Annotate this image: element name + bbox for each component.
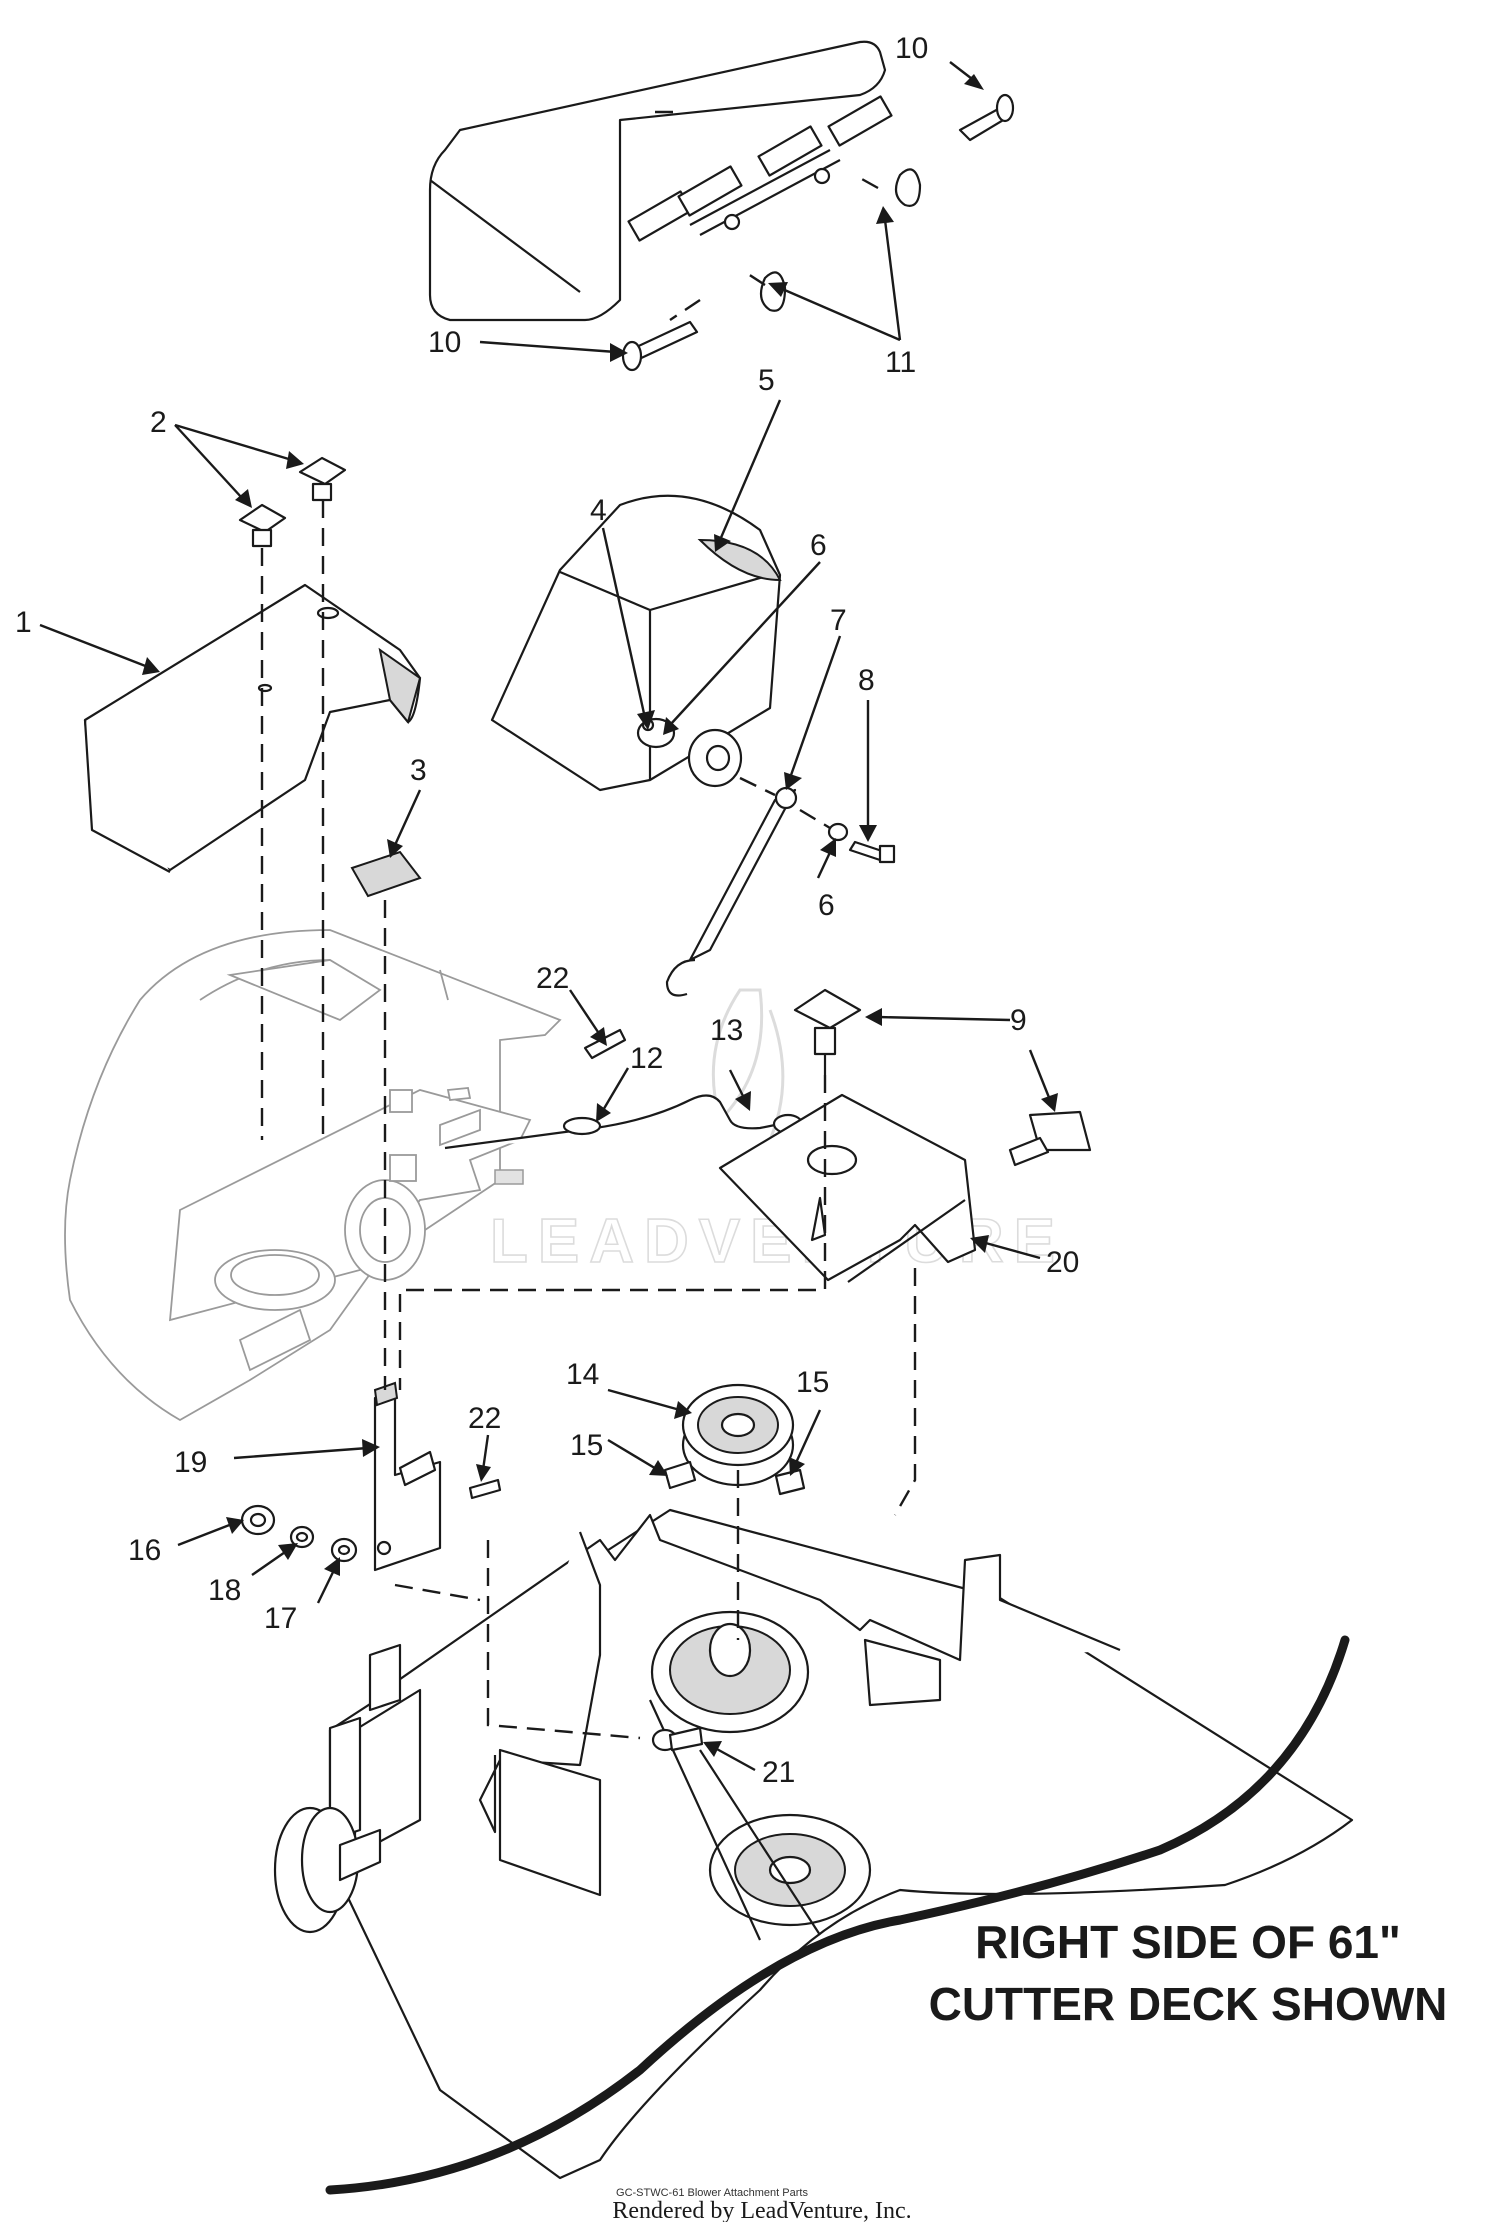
callout-16: 16 (128, 1534, 161, 1567)
set-screw-left (663, 1460, 697, 1490)
callout-3: 3 (410, 754, 427, 787)
callout-labels: 10 10 11 2 1 3 4 5 6 6 7 8 9 22 12 13 20… (15, 32, 1079, 1789)
callout-11: 11 (885, 346, 916, 379)
knob-right (298, 456, 347, 502)
callout-10-bottom: 10 (428, 326, 461, 359)
callout-2: 2 (150, 406, 167, 439)
callout-15-right: 15 (796, 1366, 829, 1399)
callout-15-left: 15 (570, 1429, 603, 1462)
callout-10-top: 10 (895, 32, 928, 65)
callout-1: 1 (15, 606, 32, 639)
callout-21: 20 (1046, 1246, 1079, 1279)
callout-22-top: 22 (536, 962, 569, 995)
knob-top (793, 988, 862, 1075)
callout-14: 14 (566, 1358, 599, 1391)
callout-6-top: 6 (810, 529, 827, 562)
deck-note: RIGHT SIDE OF 61" CUTTER DECK SHOWN (929, 1916, 1448, 2030)
mounting-bracket (373, 1381, 442, 1572)
hairpin-clip-right (894, 168, 922, 207)
lock-washer (289, 1525, 315, 1549)
callout-18: 18 (208, 1574, 241, 1607)
clevis-pin-bottom (621, 320, 699, 372)
callout-6-bottom: 6 (818, 889, 835, 922)
callout-22-bottom: 22 (468, 1402, 501, 1435)
deck-housing-background (64, 929, 562, 1422)
cutter-deck (273, 1508, 1354, 2195)
callout-7: 7 (830, 604, 847, 637)
hairpin-clip-22-bottom (468, 1478, 502, 1500)
callout-4: 4 (590, 494, 607, 527)
rendered-by: Rendered by LeadVenture, Inc. (612, 2198, 911, 2222)
callout-8: 8 (858, 664, 875, 697)
hex-bolt (848, 840, 896, 864)
link-arm (665, 786, 798, 997)
leader-lines (39, 61, 1058, 1772)
footer: GC-STWC-61 Blower Attachment Parts Rende… (612, 2187, 911, 2222)
note-line-1: RIGHT SIDE OF 61" (975, 1916, 1401, 1968)
diagram-name: GC-STWC-61 Blower Attachment Parts (616, 2187, 808, 2199)
hairpin-clip-left (759, 271, 787, 312)
knob-side (1008, 1110, 1092, 1167)
drive-pulley (681, 1383, 795, 1487)
knob-left (238, 503, 287, 548)
callout-19: 21 (762, 1756, 795, 1789)
callout-20: 19 (174, 1446, 207, 1479)
callout-9: 9 (1010, 1004, 1027, 1037)
wedge-block (350, 850, 422, 898)
carriage-bolt (651, 1726, 704, 1752)
assembly-lines (260, 110, 917, 1740)
clevis-pin-top (958, 93, 1015, 142)
note-line-2: CUTTER DECK SHOWN (929, 1978, 1448, 2030)
flat-washer (330, 1537, 358, 1563)
deflector-plate (428, 40, 893, 322)
callout-17: 17 (264, 1602, 297, 1635)
washer-right (827, 822, 849, 842)
callout-13: 13 (710, 1014, 743, 1047)
belt-guard-cover (83, 583, 422, 873)
callout-12: 12 (630, 1042, 663, 1075)
hex-nut (240, 1504, 276, 1536)
mounting-plate (718, 1093, 977, 1283)
callout-5: 5 (758, 364, 775, 397)
control-cable (444, 1094, 804, 1150)
blower-adapter-housing (490, 494, 782, 792)
